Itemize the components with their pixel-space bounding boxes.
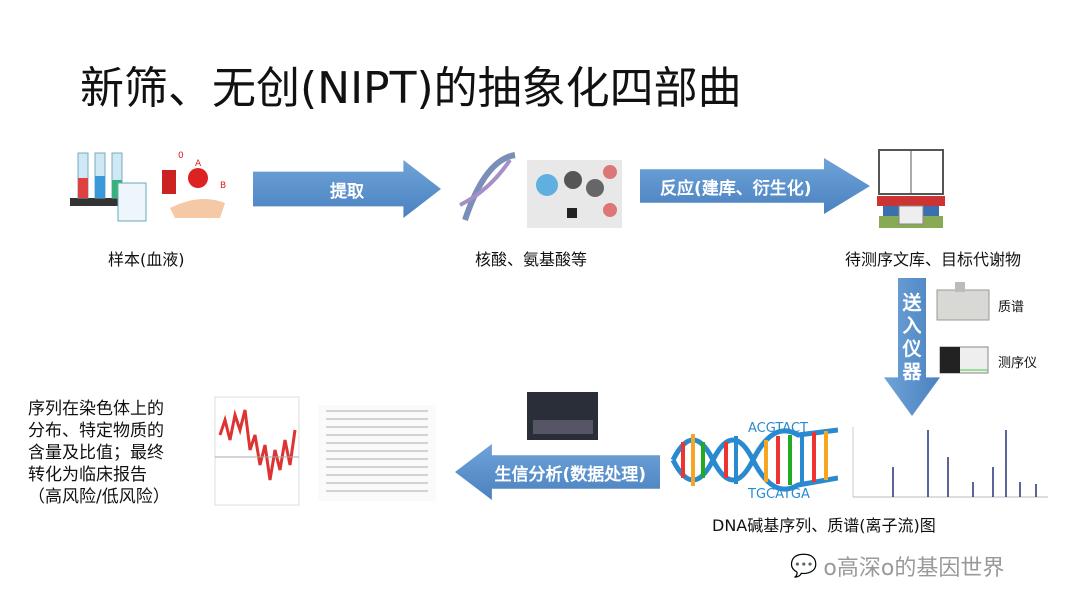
dna-helix-icon: ACGTACT TGCATGA [670, 421, 838, 500]
watermark: 💬 o高深o的基因世界 [790, 550, 1004, 582]
svg-text:A: A [195, 159, 202, 169]
char: 仪 [902, 338, 922, 360]
result-text: 序列在染色体上的 分布、特定物质的 含量及比值；最终 转化为临床报告 （高风险/… [28, 398, 170, 508]
sequencer-label: 测序仪 [998, 356, 1038, 371]
result-line: 分布、特定物质的 [28, 421, 164, 441]
result-line: （高风险/低风险） [28, 487, 170, 507]
sequencer-icon [939, 346, 989, 374]
reaction-arrow: 反应(建库、衍生化) [640, 158, 870, 214]
nucleic-amino-acid-icon [459, 152, 622, 228]
server-icon [527, 392, 598, 440]
sample-label: 样本(血液) [108, 250, 185, 269]
library-label: 待测序文库、目标代谢物 [845, 250, 1022, 269]
data-table-icon [318, 405, 436, 501]
mass-spectrometer-icon [936, 282, 990, 321]
chromosome-plot-icon [214, 396, 300, 506]
mass-spec-label: 质谱 [998, 300, 1025, 315]
char: 送 [902, 292, 922, 314]
extract-label: 提取 [330, 181, 364, 202]
char: 入 [902, 315, 922, 337]
instrument-arrow-label: 送 入 仪 器 [900, 292, 924, 384]
output-label: DNA碱基序列、质谱(离子流)图 [712, 516, 936, 535]
page-title: 新筛、无创(NIPT)的抽象化四部曲 [80, 63, 742, 114]
dna-bottom-letters: TGCATGA [747, 487, 810, 500]
bioinfo-arrow: 生信分析(数据处理) [455, 444, 660, 500]
char: 器 [902, 361, 922, 383]
reaction-label: 反应(建库、衍生化) [660, 178, 812, 199]
nucleic-label: 核酸、氨基酸等 [475, 250, 588, 269]
mass-spectrum-chart-icon [852, 427, 1048, 498]
dna-top-letters: ACGTACT [748, 421, 808, 436]
library-books-icon [877, 149, 945, 228]
svg-text:0: 0 [178, 151, 184, 161]
extract-arrow: 提取 [253, 160, 441, 218]
blood-sample-icon: A B 0 [70, 151, 226, 222]
result-line: 含量及比值；最终 [28, 443, 164, 463]
svg-text:B: B [220, 181, 226, 191]
wechat-icon: 💬 [790, 553, 818, 579]
bioinfo-label: 生信分析(数据处理) [494, 464, 646, 485]
watermark-text: o高深o的基因世界 [823, 556, 1005, 581]
result-line: 转化为临床报告 [28, 465, 147, 485]
result-line: 序列在染色体上的 [28, 399, 164, 419]
